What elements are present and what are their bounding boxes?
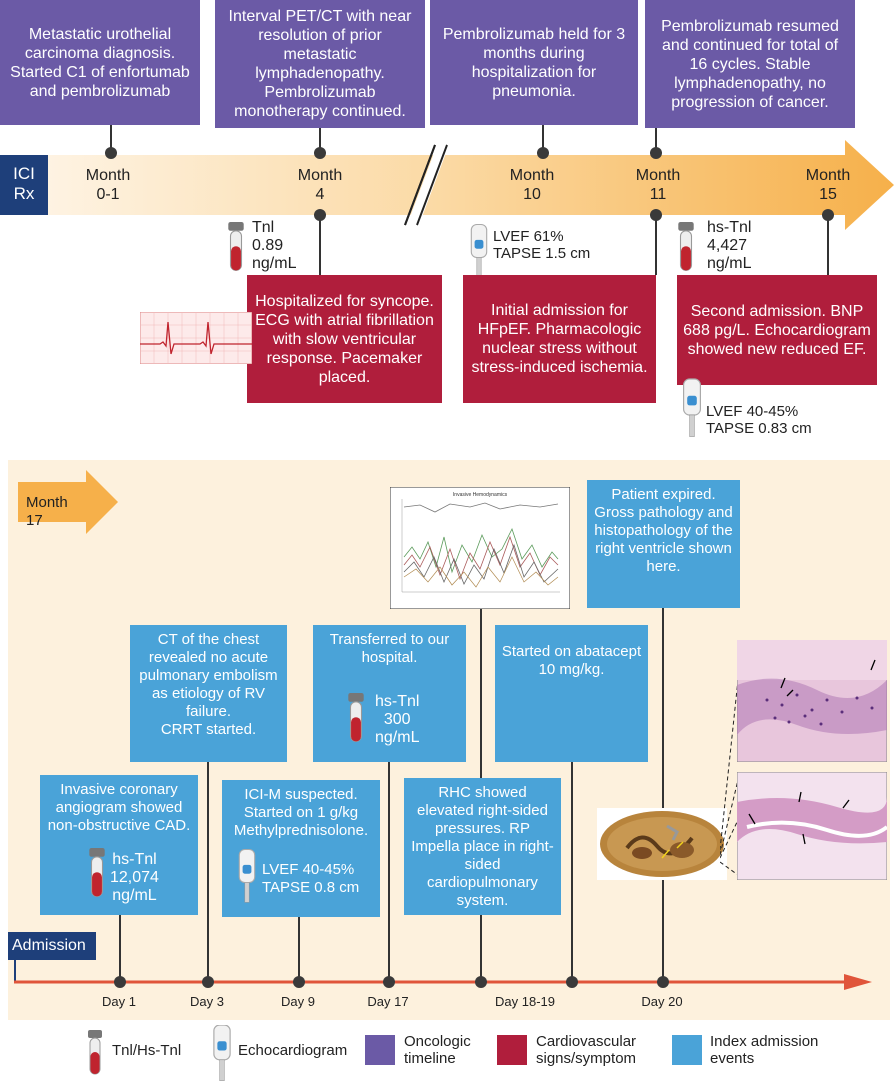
histopathology-image-1 — [737, 640, 887, 762]
day17-marker — [383, 976, 395, 988]
day-label-20: Day 20 — [641, 994, 683, 1009]
day9-text: ICI-M suspected. Started on 1 g/kg Methy… — [233, 786, 369, 839]
day18-abatacept-text: Started on abatacept 10 mg/kg. — [501, 643, 642, 678]
echocardiogram-probe-icon — [236, 845, 258, 909]
troponin-tube-icon — [675, 222, 697, 277]
ici-rx-box — [0, 155, 48, 215]
tnl-month15-value: hs-Tnl 4,427 ng/mL — [707, 219, 752, 272]
month-label-4: Month 4 — [297, 167, 343, 203]
day1-tnl-value: hs-Tnl 12,074 ng/mL — [110, 851, 159, 904]
admission-timeline-arrow — [14, 974, 872, 990]
month-11-marker — [650, 147, 662, 159]
day18-marker — [475, 976, 487, 988]
day-label-9: Day 9 — [281, 994, 315, 1009]
echocardiogram-probe-icon — [210, 1025, 234, 1083]
day17-text: Transferred to our hospital. — [329, 631, 450, 666]
oncologic-event-pembrolizumab-held: Pembrolizumab held for 3 months during h… — [430, 0, 638, 125]
legend-oncologic: Oncologic timeline — [404, 1033, 471, 1067]
month-4-marker — [314, 147, 326, 159]
oncologic-event-pet-ct: Interval PET/CT with near resolution of … — [215, 0, 425, 128]
month-label-15: Month 15 — [805, 167, 851, 203]
ici-rx-label: ICI Rx — [13, 164, 35, 203]
day20-text: Patient expired. Gross pathology and his… — [594, 486, 733, 575]
day9-marker — [293, 976, 305, 988]
cardio-event-second-admission: Second admission. BNP 688 pg/L. Echocard… — [677, 275, 877, 385]
echo-month10-value: LVEF 61% TAPSE 1.5 cm — [493, 228, 591, 262]
month-11-lower-marker — [650, 209, 662, 221]
month-label-0-1: Month 0-1 — [85, 167, 131, 203]
legend-cardio: Cardiovascular signs/symptom — [536, 1033, 637, 1067]
legend-tnl: Tnl/Hs-Tnl — [112, 1042, 182, 1059]
month-17-label: Month 17 — [26, 494, 68, 529]
day18-rhc-text: RHC showed elevated right-sided pressure… — [411, 784, 554, 909]
svg-text:Invasive Hemodynamics: Invasive Hemodynamics — [453, 492, 508, 498]
legend-oncologic-swatch — [365, 1035, 395, 1065]
hemodynamics-tracing-image: Invasive Hemodynamics — [390, 487, 570, 609]
dashed-callout-lines — [720, 679, 739, 876]
month-label-11: Month 11 — [635, 167, 681, 203]
troponin-tube-icon — [225, 222, 247, 277]
echo-month15-value: LVEF 40-45% TAPSE 0.83 cm — [706, 403, 812, 437]
month-label-10: Month 10 — [509, 167, 555, 203]
echocardiogram-probe-icon — [680, 378, 704, 440]
ecg-strip-icon — [140, 312, 252, 364]
day3-ct-text: CT of the chest revealed no acute pulmon… — [139, 631, 278, 738]
tnl-month4-value: Tnl 0.89 ng/mL — [252, 219, 297, 272]
admission-stem — [14, 960, 16, 982]
legend-echo: Echocardiogram — [238, 1042, 348, 1059]
troponin-tube-icon — [345, 693, 367, 748]
day3-marker — [202, 976, 214, 988]
month-15-lower-marker — [822, 209, 834, 221]
legend-index: Index admission events — [710, 1033, 819, 1067]
event-day3-ct-chest: CT of the chest revealed no acute pulmon… — [130, 625, 287, 762]
gross-pathology-image — [597, 808, 727, 880]
troponin-tube-icon — [84, 1030, 106, 1080]
troponin-tube-icon — [86, 848, 108, 903]
day1-angiogram-text: Invasive coronary angiogram showed non-o… — [47, 781, 191, 834]
month-4-lower-marker — [314, 209, 326, 221]
oncologic-event-diagnosis: Metastatic urothelial carcinoma diagnosi… — [0, 0, 200, 125]
timeline-break-mark — [404, 144, 449, 226]
event-day1-angiogram: Invasive coronary angiogram showed non-o… — [40, 775, 198, 915]
histopathology-image-2 — [737, 772, 887, 880]
oncologic-event-pembrolizumab-resumed: Pembrolizumab resumed and continued for … — [645, 0, 855, 128]
day20-marker — [657, 976, 669, 988]
day-label-18-19: Day 18-19 — [495, 994, 555, 1009]
oncologic-timeline-arrow — [0, 140, 894, 230]
admission-label: Admission — [12, 937, 86, 954]
admission-badge — [8, 932, 96, 960]
month-10-marker — [537, 147, 549, 159]
day-label-3: Day 3 — [190, 994, 224, 1009]
legend-index-swatch — [672, 1035, 702, 1065]
month-0-marker — [105, 147, 117, 159]
cardio-event-syncope: Hospitalized for syncope. ECG with atria… — [247, 275, 442, 403]
event-day18-rhc: RHC showed elevated right-sided pressure… — [404, 778, 561, 915]
cardio-event-hfpef: Initial admission for HFpEF. Pharmacolog… — [463, 275, 656, 403]
echocardiogram-probe-icon — [468, 222, 490, 282]
day-label-1: Day 1 — [102, 994, 136, 1009]
day-label-17: Day 17 — [367, 994, 409, 1009]
month-17-arrow — [18, 470, 118, 534]
event-day18-abatacept: Started on abatacept 10 mg/kg. — [495, 625, 648, 762]
event-day17-transfer: Transferred to our hospital. — [313, 625, 466, 762]
day1-marker — [114, 976, 126, 988]
legend-cardio-swatch — [497, 1035, 527, 1065]
day9-echo-value: LVEF 40-45% TAPSE 0.8 cm — [262, 861, 360, 896]
day17-tnl-value: hs-Tnl 300 ng/mL — [375, 693, 420, 746]
event-day20-expired: Patient expired. Gross pathology and his… — [587, 480, 740, 608]
day19-marker — [566, 976, 578, 988]
